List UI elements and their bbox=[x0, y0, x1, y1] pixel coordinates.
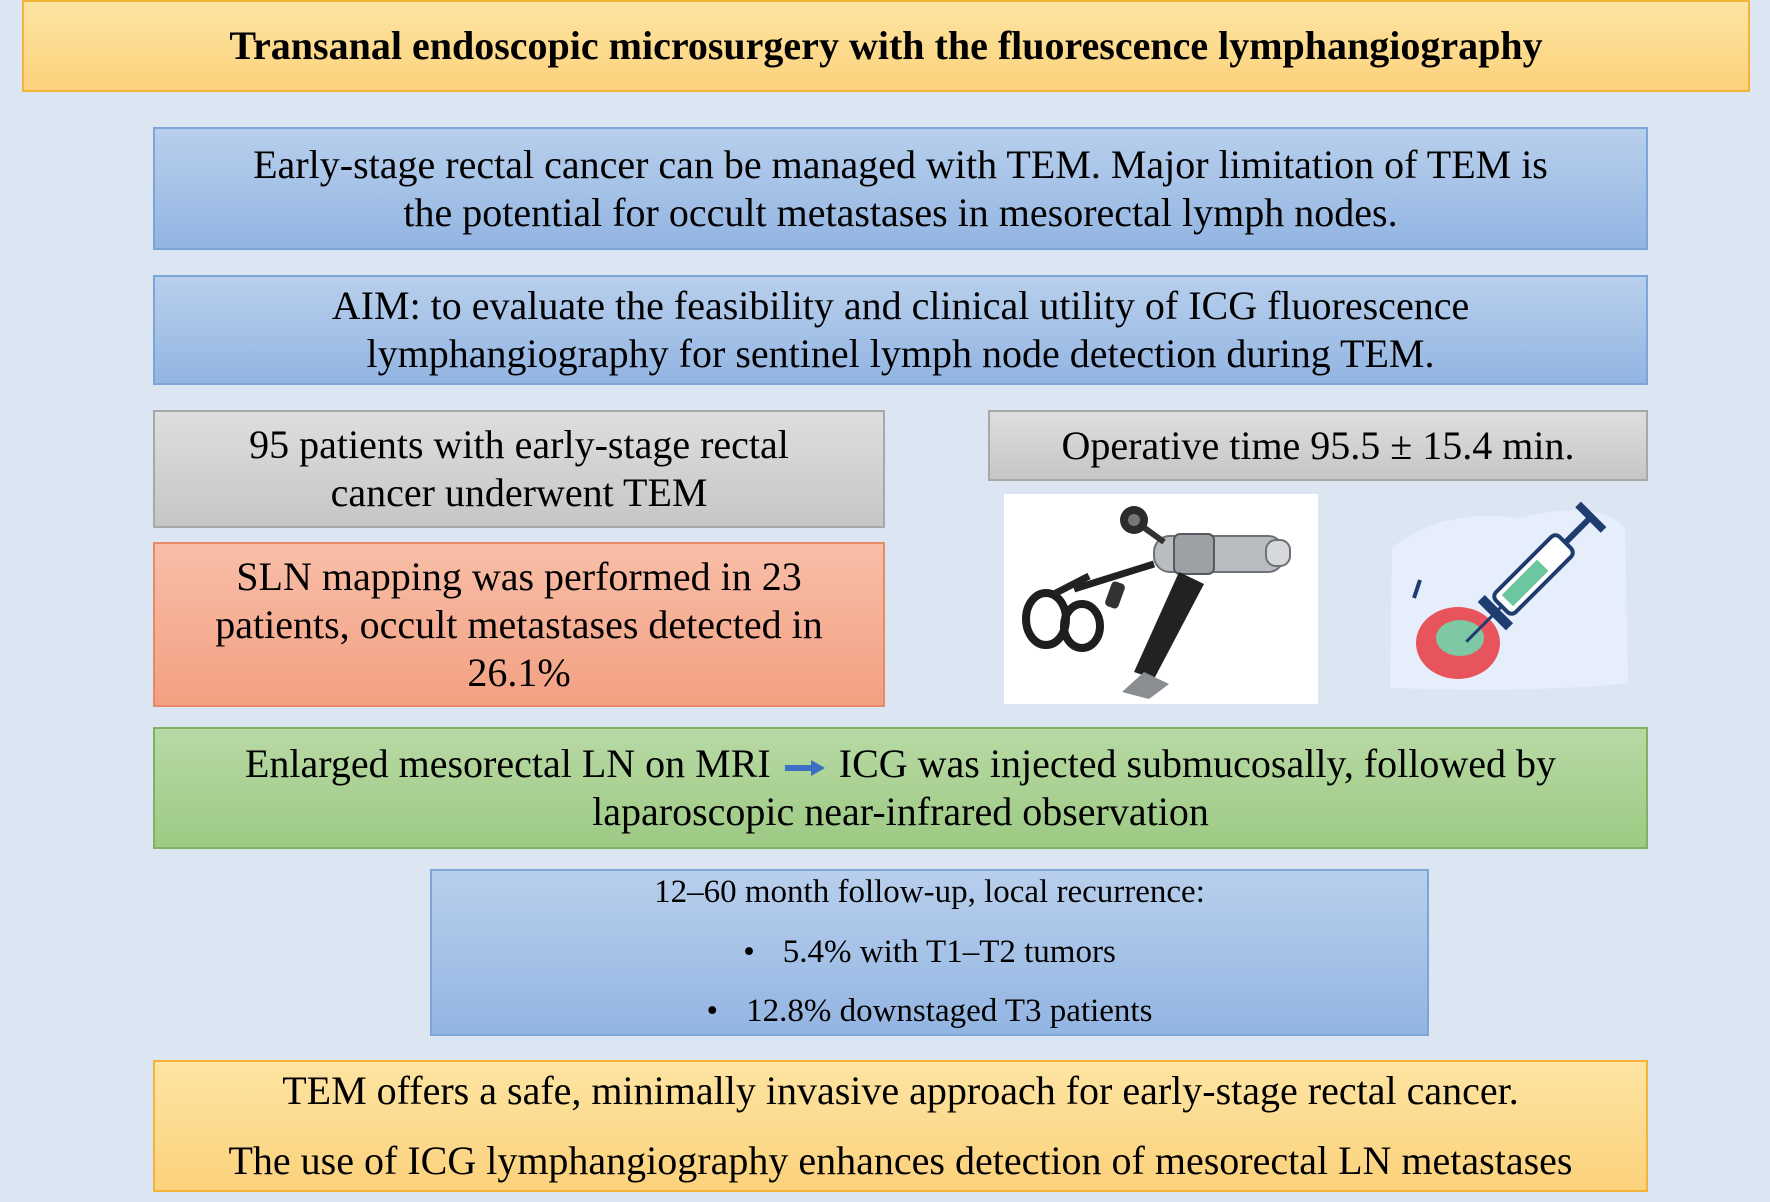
procedure-line-1b: ICG was injected submucosally, followed … bbox=[838, 741, 1557, 786]
sln-line-2: patients, occult metastases detected in bbox=[215, 601, 823, 647]
followup-box: 12–60 month follow-up, local recurrence:… bbox=[430, 869, 1429, 1036]
intro-line-2: the potential for occult metastases in m… bbox=[403, 189, 1398, 235]
procedure-line-2: laparoscopic near-infrared observation bbox=[592, 789, 1209, 834]
patients-line-2: cancer underwent TEM bbox=[330, 470, 708, 515]
followup-item-1-text: 5.4% with T1–T2 tumors bbox=[782, 933, 1116, 970]
patients-box: 95 patients with early-stage rectal canc… bbox=[153, 410, 885, 528]
tem-instrument-illustration bbox=[1004, 494, 1318, 704]
followup-item-2-text: 12.8% downstaged T3 patients bbox=[746, 993, 1153, 1030]
aim-line-2: lymphangiography for sentinel lymph node… bbox=[366, 331, 1435, 376]
conclusion-line-2: The use of ICG lymphangiography enhances… bbox=[228, 1138, 1573, 1183]
followup-item-1: • 5.4% with T1–T2 tumors bbox=[743, 933, 1116, 973]
intro-line-1: Early-stage rectal cancer can be managed… bbox=[253, 141, 1548, 187]
aim-box: AIM: to evaluate the feasibility and cli… bbox=[153, 275, 1648, 385]
operative-time-text: Operative time 95.5 ± 15.4 min. bbox=[1061, 422, 1575, 468]
procedure-box: Enlarged mesorectal LN on MRI ICG was in… bbox=[153, 727, 1648, 849]
patients-line-1: 95 patients with early-stage rectal bbox=[249, 422, 789, 467]
followup-item-2: • 12.8% downstaged T3 patients bbox=[707, 992, 1153, 1032]
procedure-line-1a: Enlarged mesorectal LN on MRI bbox=[244, 741, 771, 786]
sln-box: SLN mapping was performed in 23 patients… bbox=[153, 542, 885, 707]
bullet-icon: • bbox=[706, 993, 719, 1030]
intro-box: Early-stage rectal cancer can be managed… bbox=[153, 127, 1648, 250]
conclusion-box: TEM offers a safe, minimally invasive ap… bbox=[153, 1060, 1648, 1192]
procedure-line-1: Enlarged mesorectal LN on MRI ICG was in… bbox=[245, 740, 1556, 788]
sln-line-3: 26.1% bbox=[467, 649, 571, 695]
syringe-injection-illustration bbox=[1380, 488, 1630, 693]
tem-instrument-icon bbox=[1022, 506, 1291, 699]
title-banner: Transanal endoscopic microsurgery with t… bbox=[22, 0, 1750, 92]
sln-line-1: SLN mapping was performed in 23 bbox=[236, 553, 802, 599]
syringe-icon bbox=[1390, 501, 1628, 690]
aim-line-1: AIM: to evaluate the feasibility and cli… bbox=[331, 283, 1470, 328]
conclusion-line-1: TEM offers a safe, minimally invasive ap… bbox=[282, 1068, 1519, 1113]
right-arrow-icon bbox=[784, 759, 825, 776]
bullet-icon: • bbox=[743, 933, 755, 970]
followup-header: 12–60 month follow-up, local recurrence: bbox=[654, 874, 1205, 911]
page-title: Transanal endoscopic microsurgery with t… bbox=[229, 23, 1543, 68]
operative-time-box: Operative time 95.5 ± 15.4 min. bbox=[988, 410, 1648, 481]
